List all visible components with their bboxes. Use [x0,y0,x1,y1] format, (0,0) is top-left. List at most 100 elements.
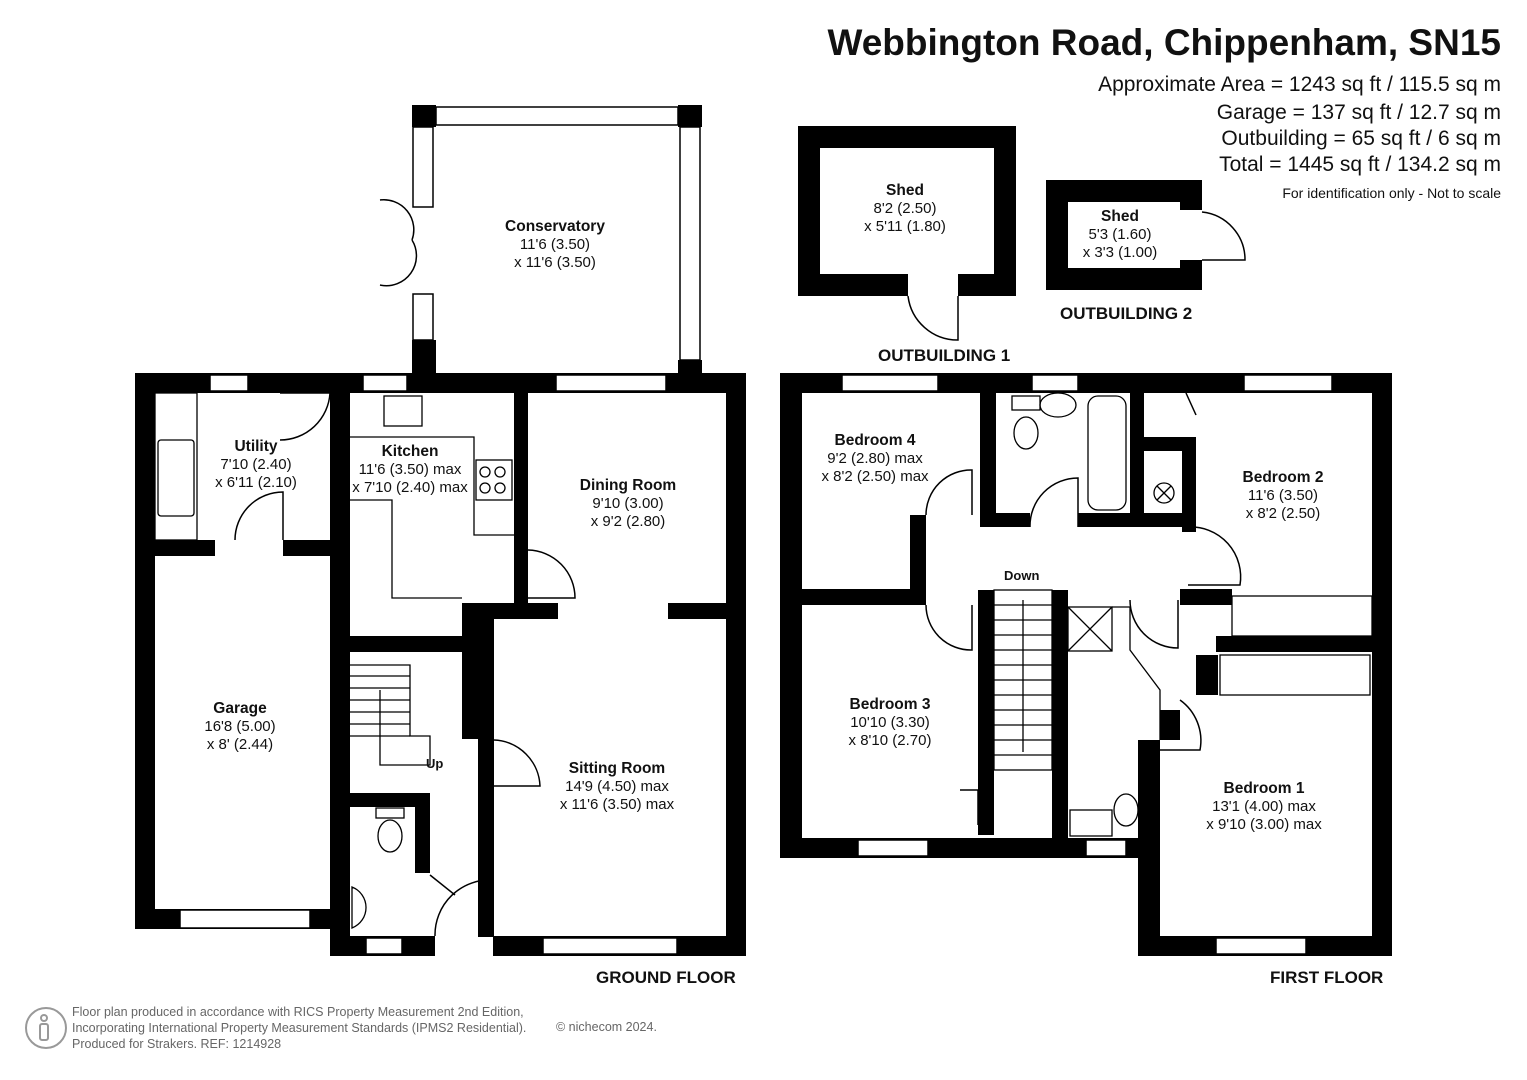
door-swing [925,604,973,651]
room-dim: 11'6 (3.50) [519,236,591,253]
basin [1039,392,1077,418]
first-wall [1130,393,1144,523]
room-dim: 11'6 (3.50) max [358,461,462,478]
shed1-wall [798,126,820,296]
door-swing [960,789,979,825]
shed2-wall [1046,180,1202,202]
door-swing [1160,699,1202,751]
room-bedroom-4: Bedroom 4 9'2 (2.80) max x 8'2 (2.50) ma… [821,432,928,486]
first-wall [1180,589,1232,605]
toilet [1013,416,1039,450]
ground-wall [135,373,155,929]
door-swing [1029,477,1079,528]
room-dim: x 3'3 (1.00) [1082,244,1158,261]
room-name: Sitting Room [568,760,666,777]
first-wall [910,515,926,605]
footer-line: Floor plan produced in accordance with R… [72,1005,524,1019]
first-wall [802,589,910,605]
door-swing [1129,599,1179,649]
room-dim: x 8'2 (2.50) max [821,468,929,485]
room-dim: 9'10 (3.00) [592,495,664,512]
first-wall [1372,373,1392,956]
room-sitting: Sitting Room 14'9 (4.50) max x 11'6 (3.5… [560,760,674,814]
room-dim: x 7'10 (2.40) max [352,479,468,496]
basin [351,886,367,929]
room-name: Bedroom 2 [1242,469,1324,486]
first-wall [780,373,802,858]
room-dim: 10'10 (3.30) [850,714,930,731]
bath [1087,395,1127,511]
wardrobe [1231,595,1373,637]
room-dim: x 9'10 (3.00) max [1206,816,1322,833]
room-dim: 7'10 (2.40) [220,456,292,473]
room-shed-2: Shed 5'3 (1.60) x 3'3 (1.00) [1083,208,1158,262]
window [1031,374,1079,392]
room-utility: Utility 7'10 (2.40) x 6'11 (2.10) [215,438,297,492]
shed1-wall [798,126,1016,148]
shower [1067,606,1113,652]
conservatory-wall [412,340,436,373]
window [542,937,678,955]
room-bedroom-3: Bedroom 3 10'10 (3.30) x 8'10 (2.70) [849,696,932,750]
door-swing [907,295,959,341]
shed1-wall [798,274,908,296]
door-swing [493,739,541,787]
ground-floor-label: GROUND FLOOR [596,968,736,987]
room-conservatory: Conservatory 11'6 (3.50) x 11'6 (3.50) [505,218,605,272]
room-dim: 11'6 (3.50) [1247,487,1319,504]
window [179,909,311,929]
door-swing [527,549,576,599]
ground-wall [155,540,215,556]
hob-ring [494,482,506,494]
window [365,937,403,955]
conservatory-wall [412,105,436,127]
room-dim: x 8'10 (2.70) [848,732,932,749]
ground-wall [462,603,558,619]
ground-wall [415,793,430,873]
room-shed-1: Shed 8'2 (2.50) x 5'11 (1.80) [864,182,946,236]
room-dim: 9'2 (2.80) max [827,450,923,467]
first-wall [980,513,1030,527]
room-dim: 14'9 (4.50) max [565,778,669,795]
page-title: Webbington Road, Chippenham, SN15 [827,22,1501,63]
room-name: Dining Room [579,477,677,494]
first-wall [1160,710,1180,740]
window [841,374,939,392]
area-line: Approximate Area = 1243 sq ft / 115.5 sq… [1098,73,1501,96]
first-wall [980,393,996,523]
hob-ring [494,466,506,478]
toilet [377,819,403,853]
footer-line: Produced for Strakers. REF: 1214928 [72,1037,282,1051]
basin [1069,809,1113,837]
hob-ring [479,482,491,494]
room-dim: x 9'2 (2.80) [590,513,666,530]
room-name: Bedroom 3 [849,696,931,713]
shed2-wall [1180,180,1202,210]
door-swing [925,469,973,516]
hob-ring [479,466,491,478]
window [362,374,408,392]
first-wall [1144,437,1184,451]
room-dim: 13'1 (4.00) max [1212,798,1316,815]
room-dim: x 11'6 (3.50) max [559,796,675,813]
room-name: Kitchen [381,443,439,460]
door-swing [1185,392,1197,416]
outbuilding-1-label: OUTBUILDING 1 [878,346,1011,365]
door-swing [1201,211,1246,261]
first-wall [978,590,994,835]
ground-wall [330,373,350,956]
room-garage: Garage 16'8 (5.00) x 8' (2.44) [204,700,275,754]
room-name: Bedroom 1 [1223,780,1305,797]
wardrobe [1219,654,1371,696]
conservatory-wall [678,105,702,127]
conservatory-wall [678,360,702,380]
area-line: Garage = 137 sq ft / 12.7 sq m [1216,101,1501,124]
room-dim: 5'3 (1.60) [1088,226,1152,243]
window [435,106,679,126]
room-kitchen: Kitchen 11'6 (3.50) max x 7'10 (2.40) ma… [352,443,467,497]
shed2-wall [1046,180,1068,290]
first-wall [1196,655,1218,695]
window [1085,839,1127,857]
room-dim: x 5'11 (1.80) [864,218,946,235]
door-swing [234,491,284,541]
